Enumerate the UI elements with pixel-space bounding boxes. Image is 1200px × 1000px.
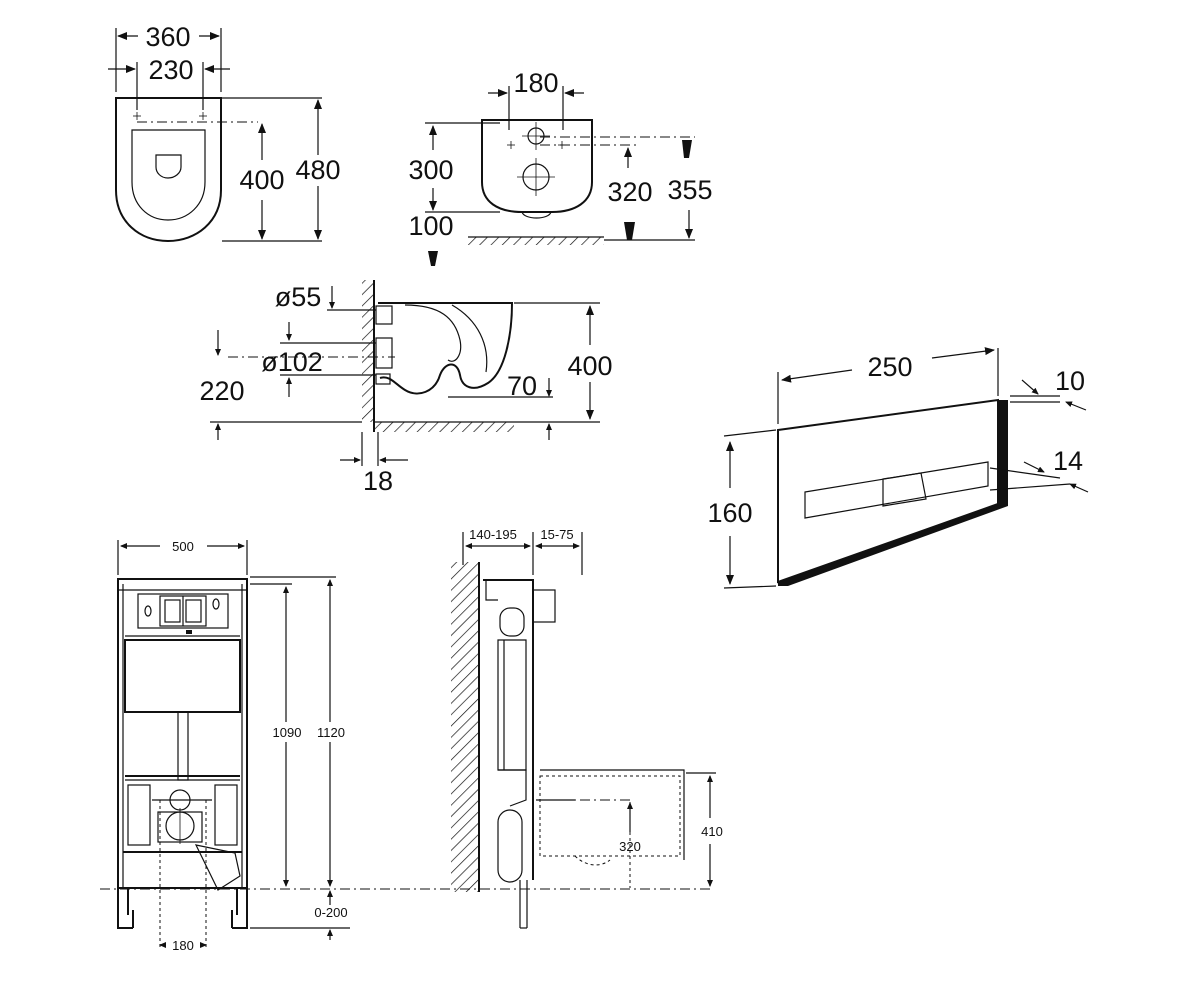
seat-depth-total-label: 480 [295,155,340,185]
frame-width-label: 500 [172,539,194,554]
seat-width-outer-label: 360 [145,22,190,52]
flush-plate-view: 250 10 14 160 [707,347,1089,589]
button-depth-label: 14 [1053,446,1083,476]
frame-outlet-spacing-label: 180 [172,938,194,953]
flush-button-center [882,472,927,507]
flush-button-frame [804,461,989,519]
plate-height-label: 160 [707,498,752,528]
seat-opening [155,154,182,179]
outlet-diameter-label: ø102 [261,347,323,377]
frame-side-outline [483,579,534,880]
bowl-outline-dotted [539,775,681,857]
outlet-height-label: 220 [199,376,244,406]
seat-top-view: 360 230 400 480 [108,22,341,243]
frame-height-outer-label: 1120 [317,725,345,740]
wall-gap-label: 18 [363,466,393,496]
inlet-diameter-label: ø55 [275,282,322,312]
frame-outline [117,578,248,889]
bowl-side-outline [378,302,514,395]
wall-hatch [362,280,374,422]
frame-adjust-range-label: 0-200 [314,905,347,920]
side-wall-hatch [451,562,479,892]
seat-depth-holes-label: 400 [239,165,284,195]
seat-width-holes-label: 230 [148,55,193,85]
bowl-height-holes-label: 300 [408,155,453,185]
bowl-side-view: ø55 ø102 220 400 70 18 [199,280,613,496]
bowl-bolt-height-label: 320 [619,839,641,854]
bowl-hole-spacing-label: 180 [513,68,558,98]
bowl-back-outline [481,119,593,213]
flush-plate-face [777,398,999,584]
bowl-height-bottom-label: 100 [408,211,453,241]
bowl-back-view: 180 300 100 320 355 [408,68,713,266]
bowl-height-side-label: 400 [567,351,612,381]
cistern-front [124,639,241,713]
bowl-height-outlet-label: 320 [607,177,652,207]
bowl-height-top-label: 355 [667,175,712,205]
frame-front-view: 500 1090 1120 0-200 180 [100,539,710,953]
plate-offset-label: 15-75 [540,527,573,542]
bowl-height-frame-label: 410 [701,824,723,839]
plate-depth-label: 10 [1055,366,1085,396]
frame-height-inner-label: 1090 [273,725,302,740]
plate-width-label: 250 [867,352,912,382]
rim-offset-label: 70 [507,371,537,401]
seat-inner-outline [131,129,206,221]
floor-hatch [468,237,604,245]
seat-outline [115,97,222,243]
frame-side-view: 140-195 15-75 320 410 [451,527,723,929]
wall-depth-label: 140-195 [469,527,517,542]
